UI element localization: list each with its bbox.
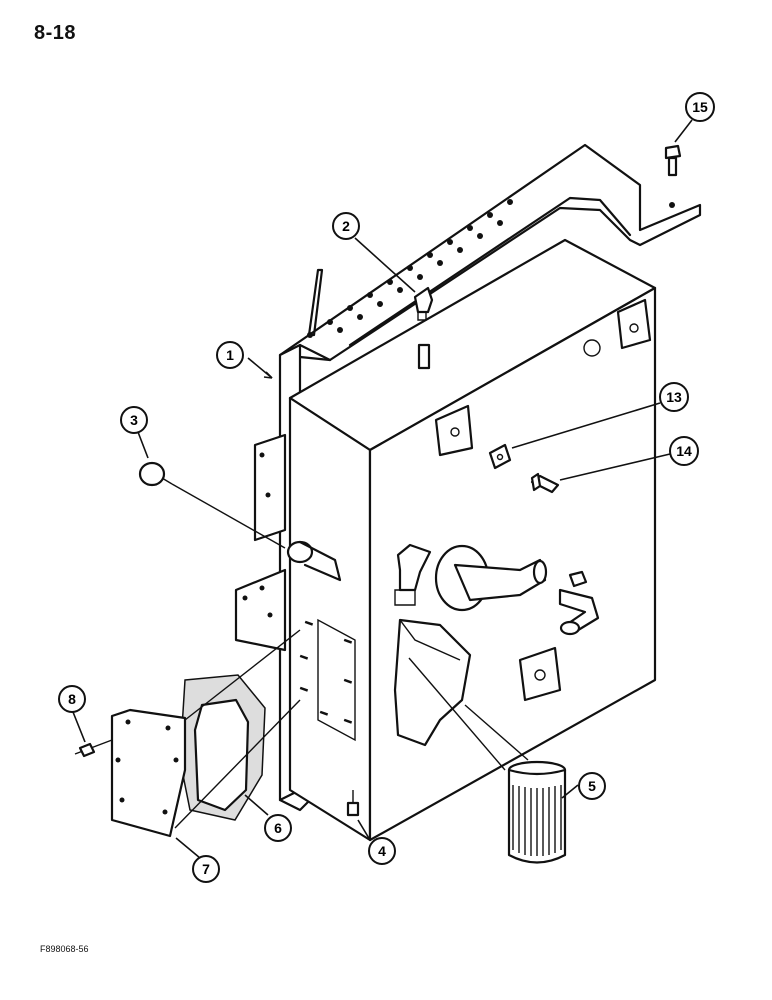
callout-2-label: 2: [342, 218, 350, 234]
washer-plate: [488, 443, 512, 470]
figure-code: F898068-56: [40, 944, 89, 954]
callout-4: 4: [368, 837, 396, 865]
breather-cap: [413, 286, 434, 370]
callout-3: 3: [120, 406, 148, 434]
flange-bolt: [664, 144, 682, 177]
callout-6-label: 6: [274, 820, 282, 836]
cap-screw: [530, 472, 560, 494]
leader-lines: [72, 119, 693, 859]
callout-13-label: 13: [666, 389, 682, 405]
callout-8-label: 8: [68, 691, 76, 707]
callout-2: 2: [332, 212, 360, 240]
page-number: 8-18: [34, 22, 77, 44]
callout-1-label: 1: [226, 347, 234, 363]
callout-13: 13: [659, 382, 689, 412]
callout-8: 8: [58, 685, 86, 713]
sight-gauge: [138, 461, 286, 549]
callout-6: 6: [264, 814, 292, 842]
callout-5-label: 5: [588, 778, 596, 794]
callout-3-label: 3: [130, 412, 138, 428]
gasket: [179, 674, 266, 821]
callout-1: 1: [216, 341, 244, 369]
callout-14-label: 14: [676, 443, 692, 459]
cover-plate: [74, 629, 301, 838]
callout-15-label: 15: [692, 99, 708, 115]
callout-14: 14: [669, 436, 699, 466]
callout-5: 5: [578, 772, 606, 800]
nut: [78, 742, 96, 758]
drain-plug: [346, 790, 360, 817]
callout-7: 7: [192, 855, 220, 883]
callout-7-label: 7: [202, 861, 210, 877]
callout-15: 15: [685, 92, 715, 122]
callout-4-label: 4: [378, 843, 386, 859]
filter-element: [408, 657, 567, 864]
